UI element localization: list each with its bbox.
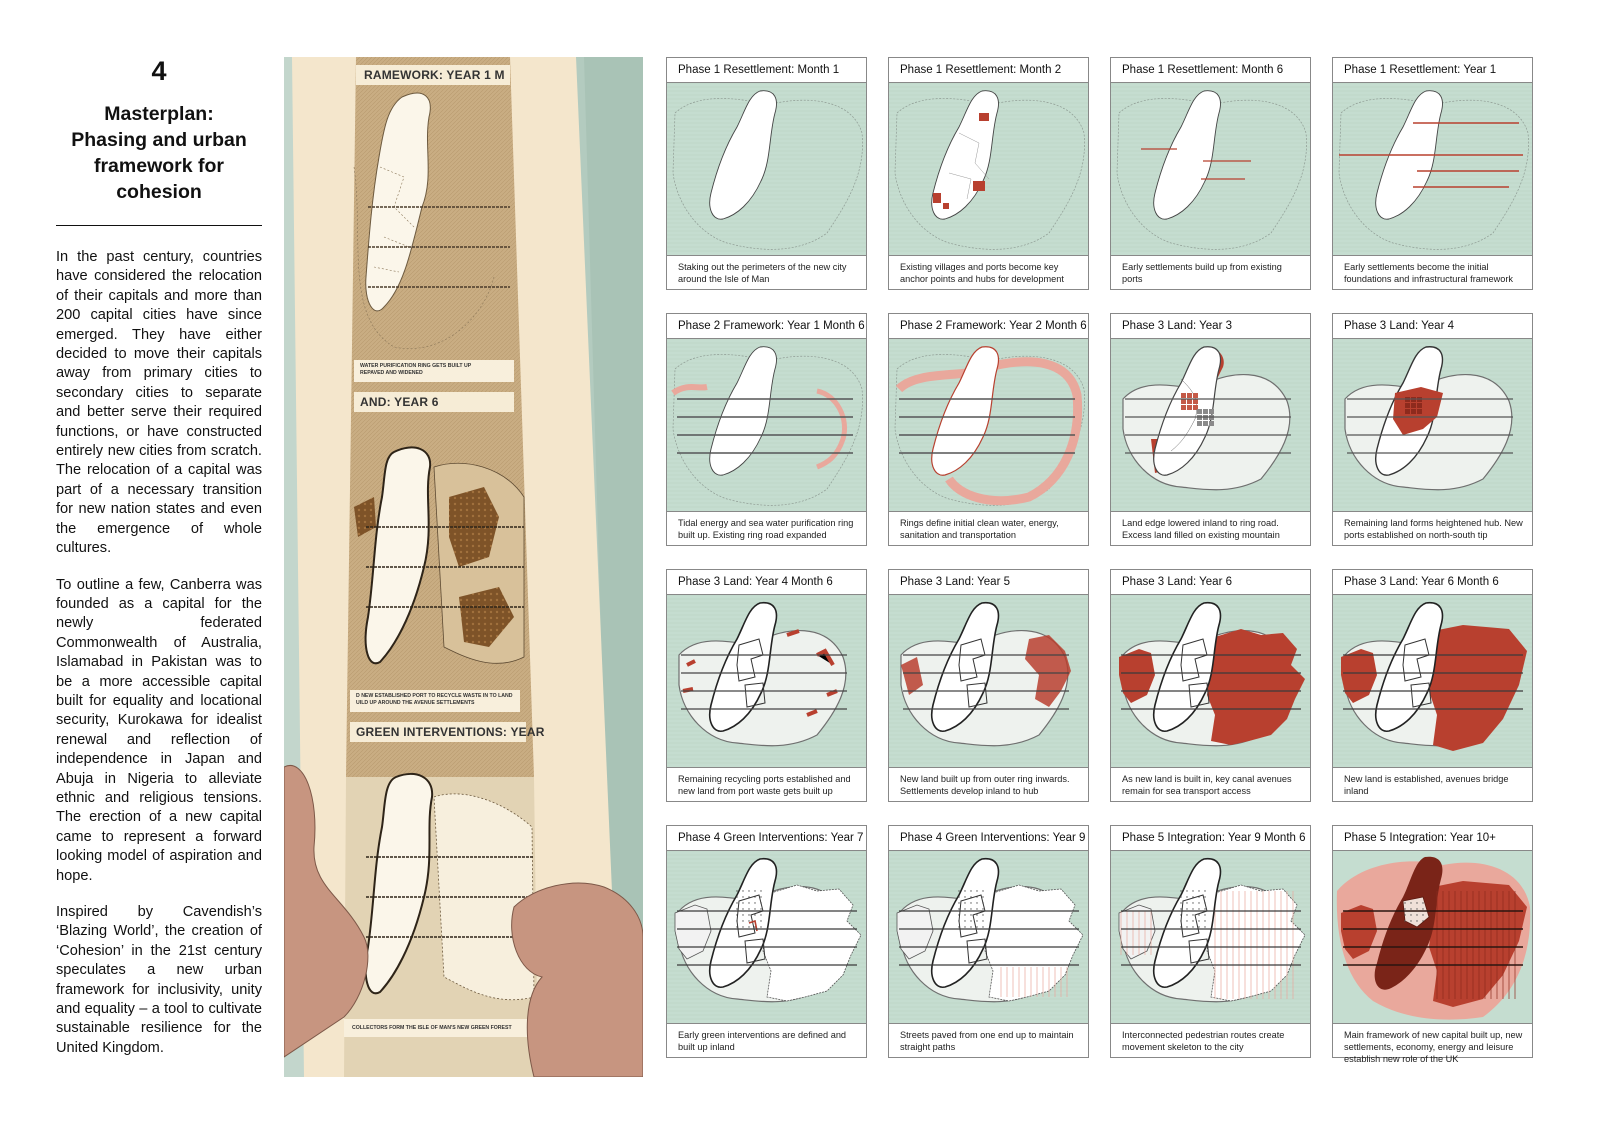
scroll-heading-framework: RAMEWORK: YEAR 1 M bbox=[364, 68, 505, 82]
phase-map bbox=[1333, 595, 1532, 767]
phase-map bbox=[667, 595, 866, 767]
phase-card: Phase 4 Green Interventions: Year 9 Stree… bbox=[888, 825, 1089, 1058]
phase-caption: Rings define initial clean water, energy… bbox=[889, 511, 1088, 546]
phase-card: Phase 5 Integration: Year 9 Month 6 Inter… bbox=[1110, 825, 1311, 1058]
phase-card: Phase 2 Framework: Year 2 Month 6 Rings d… bbox=[888, 313, 1089, 546]
phase-title: Phase 3 Land: Year 6 Month 6 bbox=[1333, 570, 1532, 595]
phase-caption: As new land is built in, key canal avenu… bbox=[1111, 767, 1310, 802]
phase-map bbox=[667, 851, 866, 1023]
phase-card: Phase 1 Resettlement: Month 2 Existing vi… bbox=[888, 57, 1089, 290]
phase-map bbox=[889, 595, 1088, 767]
phase-caption: Main framework of new capital built up, … bbox=[1333, 1023, 1532, 1064]
phase-title: Phase 2 Framework: Year 2 Month 6 bbox=[889, 314, 1088, 339]
phase-title: Phase 1 Resettlement: Year 1 bbox=[1333, 58, 1532, 83]
phase-card: Phase 5 Integration: Year 10+ Main framew… bbox=[1332, 825, 1533, 1064]
phase-title: Phase 3 Land: Year 4 bbox=[1333, 314, 1532, 339]
title-line: framework for bbox=[93, 155, 225, 177]
phase-map bbox=[1333, 83, 1532, 255]
phase-title: Phase 3 Land: Year 5 bbox=[889, 570, 1088, 595]
scroll-artwork bbox=[284, 57, 643, 1077]
phase-caption: Tidal energy and sea water purification … bbox=[667, 511, 866, 546]
scroll-caption: WATER PURIFICATION RING GETS BUILT UP RE… bbox=[360, 363, 471, 377]
title-line: Phasing and urban bbox=[71, 129, 247, 151]
phase-title: Phase 2 Framework: Year 1 Month 6 bbox=[667, 314, 866, 339]
phase-caption: New land is established, avenues bridge … bbox=[1333, 767, 1532, 802]
phase-card: Phase 3 Land: Year 6 Month 6 New land is … bbox=[1332, 569, 1533, 802]
phase-title: Phase 4 Green Interventions: Year 7 bbox=[667, 826, 866, 851]
phase-map bbox=[889, 851, 1088, 1023]
phase-map bbox=[1333, 339, 1532, 511]
phase-title: Phase 3 Land: Year 6 bbox=[1111, 570, 1310, 595]
phase-caption: New land built up from outer ring inward… bbox=[889, 767, 1088, 802]
page-number: 4 bbox=[151, 56, 167, 86]
phase-map bbox=[1333, 851, 1532, 1023]
phase-title: Phase 1 Resettlement: Month 2 bbox=[889, 58, 1088, 83]
scroll-caption-line: D NEW ESTABLISHED PORT TO RECYCLE WASTE … bbox=[356, 693, 513, 699]
phase-title: Phase 3 Land: Year 3 bbox=[1111, 314, 1310, 339]
phase-caption: Land edge lowered inland to ring road. E… bbox=[1111, 511, 1310, 546]
phase-card: Phase 3 Land: Year 4 Remaining land forms… bbox=[1332, 313, 1533, 546]
examples-paragraph: To outline a few, Canberra was founded a… bbox=[56, 576, 262, 884]
phase-map bbox=[1111, 83, 1310, 255]
phase-title: Phase 1 Resettlement: Month 1 bbox=[667, 58, 866, 83]
phase-map bbox=[667, 83, 866, 255]
phase-card: Phase 2 Framework: Year 1 Month 6 Tidal e… bbox=[666, 313, 867, 546]
phase-caption: Early green interventions are defined an… bbox=[667, 1023, 866, 1058]
phase-grid: Phase 1 Resettlement: Month 1 Staking out… bbox=[666, 57, 1552, 1077]
phase-title: Phase 1 Resettlement: Month 6 bbox=[1111, 58, 1310, 83]
phase-card: Phase 3 Land: Year 4 Month 6 Remaining re… bbox=[666, 569, 867, 802]
phase-map bbox=[1111, 339, 1310, 511]
page-title: Masterplan: Phasing and urban framework … bbox=[56, 101, 262, 205]
phase-caption: Existing villages and ports become key a… bbox=[889, 255, 1088, 290]
phase-card: Phase 1 Resettlement: Month 1 Staking out… bbox=[666, 57, 867, 290]
title-line: cohesion bbox=[116, 181, 202, 203]
phase-caption: Streets paved from one end up to maintai… bbox=[889, 1023, 1088, 1058]
phase-map bbox=[889, 83, 1088, 255]
intro-paragraph: In the past century, countries have cons… bbox=[56, 249, 262, 557]
scroll-caption-line: UILD UP AROUND THE AVENUE SETTLEMENTS bbox=[356, 700, 475, 706]
phase-card: Phase 1 Resettlement: Month 6 Early settl… bbox=[1110, 57, 1311, 290]
title-divider bbox=[56, 225, 262, 226]
inspiration-paragraph: Inspired by Cavendish’s ‘Blazing World’,… bbox=[56, 904, 262, 1056]
right-hand bbox=[511, 882, 643, 1077]
phase-caption: Remaining recycling ports established an… bbox=[667, 767, 866, 802]
phase-title: Phase 5 Integration: Year 10+ bbox=[1333, 826, 1532, 851]
phase-card: Phase 3 Land: Year 6 As new land is built… bbox=[1110, 569, 1311, 802]
phase-card: Phase 1 Resettlement: Year 1 Early settle… bbox=[1332, 57, 1533, 290]
scroll-heading-green: GREEN INTERVENTIONS: YEAR bbox=[356, 725, 545, 739]
scroll-caption-line: REPAVED AND WIDENED bbox=[360, 370, 423, 376]
scroll-caption: D NEW ESTABLISHED PORT TO RECYCLE WASTE … bbox=[356, 693, 513, 707]
phase-caption: Early settlements build up from existing… bbox=[1111, 255, 1310, 290]
scroll-caption: COLLECTORS FORM THE ISLE OF MAN'S NEW GR… bbox=[352, 1025, 512, 1031]
scroll-caption-line: WATER PURIFICATION RING GETS BUILT UP bbox=[360, 363, 472, 369]
phase-caption: Remaining land forms heightened hub. New… bbox=[1333, 511, 1532, 546]
title-line: Masterplan: bbox=[104, 103, 214, 125]
phase-caption: Staking out the perimeters of the new ci… bbox=[667, 255, 866, 290]
phase-caption: Early settlements become the initial fou… bbox=[1333, 255, 1532, 290]
phase-map bbox=[667, 339, 866, 511]
phase-title: Phase 3 Land: Year 4 Month 6 bbox=[667, 570, 866, 595]
phase-card: Phase 3 Land: Year 5 New land built up fr… bbox=[888, 569, 1089, 802]
phase-map bbox=[1111, 595, 1310, 767]
phase-title: Phase 4 Green Interventions: Year 9 bbox=[889, 826, 1088, 851]
phase-title: Phase 5 Integration: Year 9 Month 6 bbox=[1111, 826, 1310, 851]
scroll-heading-land: AND: YEAR 6 bbox=[360, 395, 439, 409]
phase-card: Phase 3 Land: Year 3 Land edge lowered in… bbox=[1110, 313, 1311, 546]
intro-column: 4 Masterplan: Phasing and urban framewor… bbox=[56, 50, 262, 1075]
left-hand bbox=[284, 764, 369, 1058]
phase-map bbox=[1111, 851, 1310, 1023]
scroll-illustration: RAMEWORK: YEAR 1 M AND: YEAR 6 GREEN INT… bbox=[284, 57, 643, 1077]
phase-caption: Interconnected pedestrian routes create … bbox=[1111, 1023, 1310, 1058]
phase-card: Phase 4 Green Interventions: Year 7 Early… bbox=[666, 825, 867, 1058]
phase-map bbox=[889, 339, 1088, 511]
